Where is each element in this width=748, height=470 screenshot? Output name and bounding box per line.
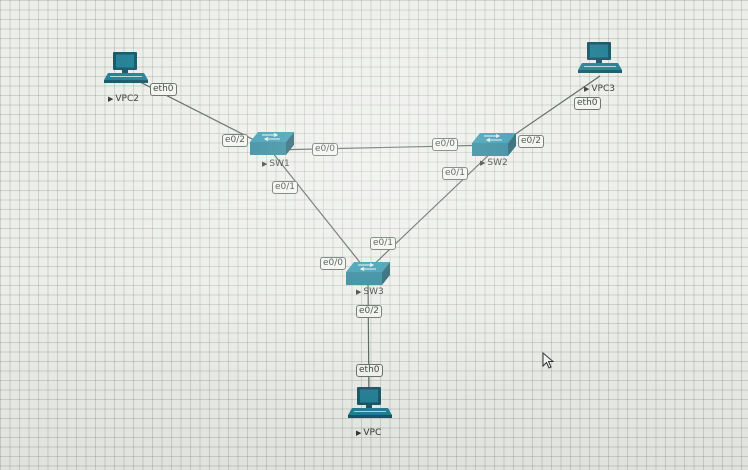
node-vpc2[interactable] xyxy=(104,50,148,90)
link-sw1-sw2[interactable] xyxy=(271,144,495,151)
switch-icon xyxy=(346,262,390,285)
node-label-vpc2: ▶VPC2 xyxy=(108,94,139,104)
node-vpc[interactable] xyxy=(348,385,392,425)
port-vpc3-eth0[interactable]: eth0 xyxy=(574,97,601,110)
node-sw3[interactable] xyxy=(344,260,392,288)
port-sw2-e0-1[interactable]: e0/1 xyxy=(442,167,469,180)
node-label-vpc: ▶VPC xyxy=(356,428,382,438)
link-sw2-sw3[interactable] xyxy=(367,149,495,271)
node-sw2[interactable] xyxy=(470,131,518,159)
node-label-sw2: ▶SW2 xyxy=(480,158,508,168)
node-vpc3[interactable] xyxy=(578,40,622,80)
link-sw1-sw3[interactable] xyxy=(271,151,367,271)
port-sw3-e0-1[interactable]: e0/1 xyxy=(370,237,397,250)
port-sw1-e0-2[interactable]: e0/2 xyxy=(222,134,249,147)
node-label-vpc3: ▶VPC3 xyxy=(584,84,615,94)
port-sw1-e0-1[interactable]: e0/1 xyxy=(272,181,299,194)
desktop-computer-icon xyxy=(104,52,148,83)
mouse-pointer-icon xyxy=(542,352,555,369)
port-sw2-e0-2[interactable]: e0/2 xyxy=(518,135,545,148)
link-sw3-vpc[interactable] xyxy=(367,275,370,405)
switch-icon xyxy=(250,132,294,155)
port-sw2-e0-0[interactable]: e0/0 xyxy=(432,138,459,151)
port-vpc-eth0[interactable]: eth0 xyxy=(356,364,383,377)
port-vpc2-eth0[interactable]: eth0 xyxy=(150,83,177,96)
desktop-computer-icon xyxy=(348,387,392,418)
node-label-sw3: ▶SW3 xyxy=(356,287,384,297)
port-sw3-e0-2[interactable]: e0/2 xyxy=(356,305,383,318)
port-sw3-e0-0[interactable]: e0/0 xyxy=(320,257,347,270)
desktop-computer-icon xyxy=(578,42,622,73)
switch-icon xyxy=(472,133,516,156)
node-label-sw1: ▶SW1 xyxy=(262,159,290,169)
node-sw1[interactable] xyxy=(248,130,296,158)
port-sw1-e0-0[interactable]: e0/0 xyxy=(312,143,339,156)
